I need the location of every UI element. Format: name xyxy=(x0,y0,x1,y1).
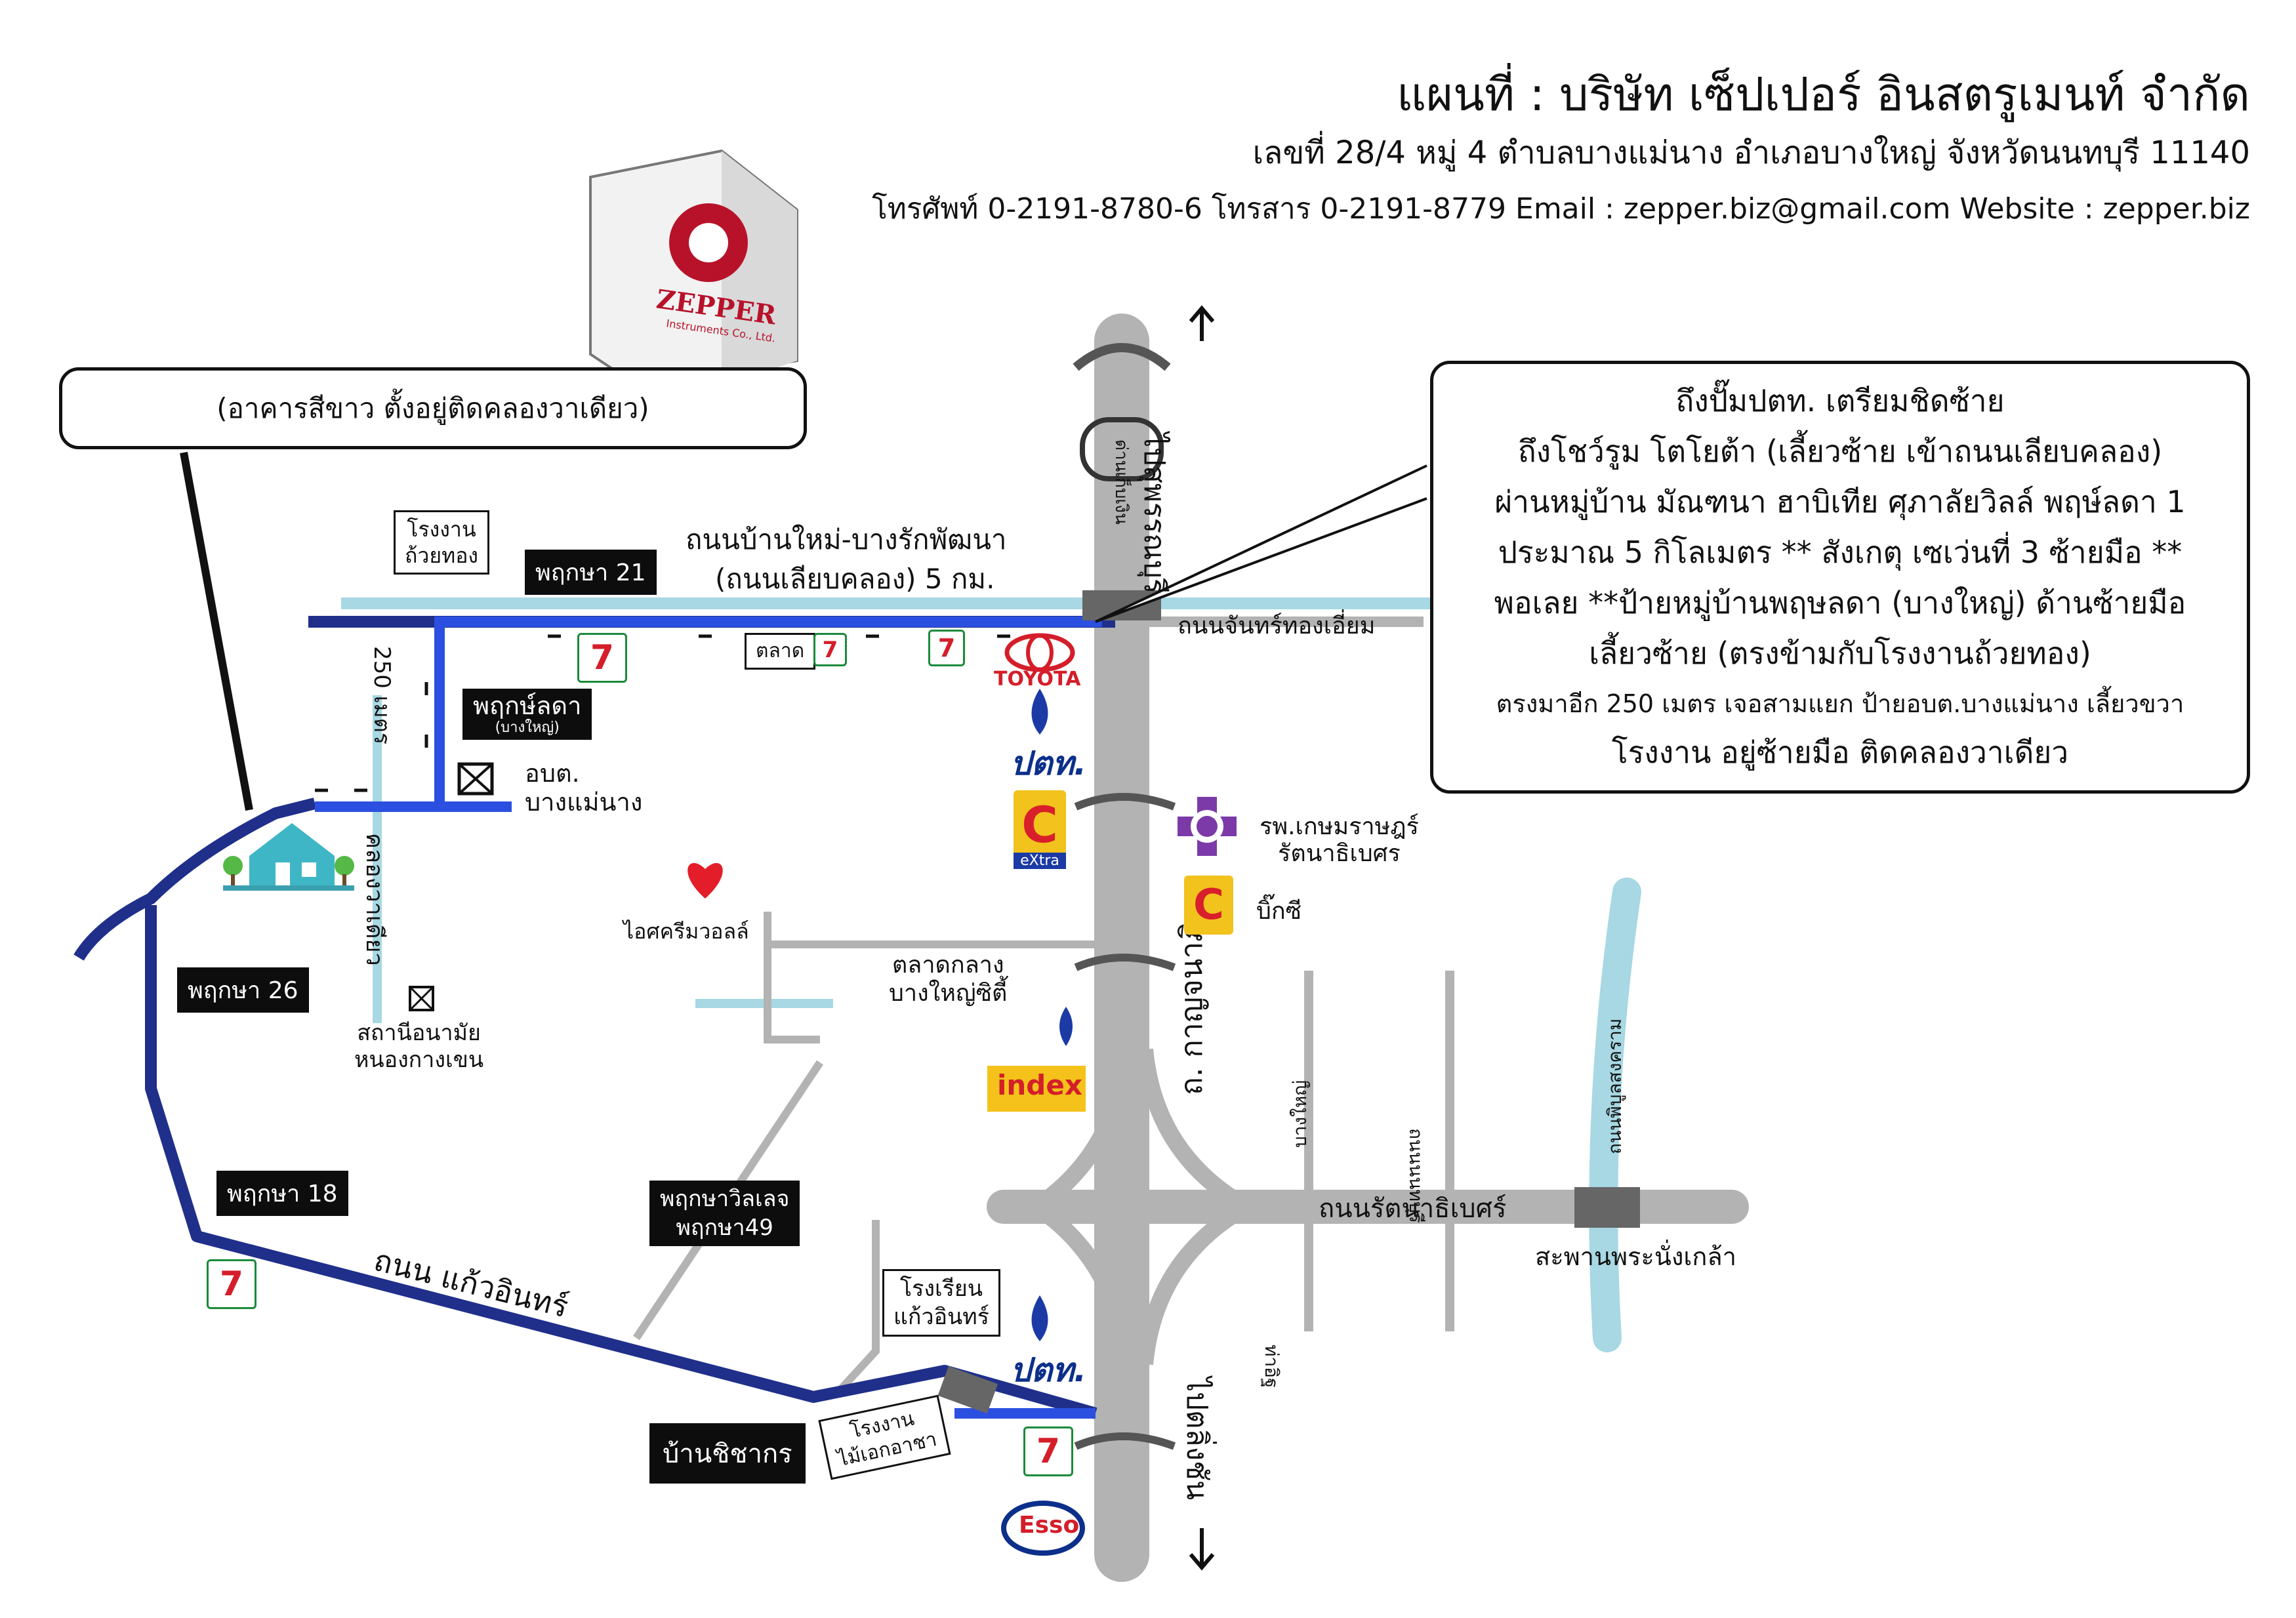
label-hospital: รพ.เกษมราษฎร์ รัตนาธิเบศร xyxy=(1260,813,1419,868)
seven-eleven-icon-2: 7 xyxy=(813,633,847,666)
bridge-south xyxy=(1074,1432,1176,1450)
seven-eleven-icon-1: 7 xyxy=(577,633,627,683)
index-logo-box xyxy=(987,1066,1086,1112)
page-title: แผนที่ : บริษัท เซ็ปเปอร์ อินสตรูเมนท์ จ… xyxy=(1396,68,2250,121)
icecream-logo xyxy=(687,862,723,899)
label-school: โรงเรียน แก้วอินทร์ xyxy=(882,1269,1000,1337)
label-icecream: ไอศครีมวอลล์ xyxy=(623,919,749,944)
index-logo: index xyxy=(997,1069,1082,1101)
label-nonthaburi: ถนนนนทบุรี xyxy=(1405,1128,1427,1223)
esso-logo: Esso xyxy=(1019,1512,1080,1539)
bigc-logo: C xyxy=(1184,876,1233,935)
building-callout: (อาคารสีขาว ตั้งอยู่ติดคลองวาเดียว) xyxy=(59,367,807,449)
ptt-logo-top: ปตท. xyxy=(1010,744,1087,782)
label-to-north: ไปสุพรรณบุรี xyxy=(1138,433,1171,594)
direction-line-3: ผ่านหมู่บ้าน มัณฑนา ฮาบิเทีย ศุภาลัยวิลล… xyxy=(1494,484,2186,519)
seven-eleven-icon-4: 7 xyxy=(207,1259,256,1309)
health-marker xyxy=(409,986,434,1011)
pruksalada-name: พฤกษ์ลดา xyxy=(473,691,582,720)
direction-line-8: โรงงาน อยู่ซ้ายมือ ติดคลองวาเดียว xyxy=(1611,735,2069,770)
label-meters: 250 เมตร xyxy=(369,646,395,745)
label-obt: อบต. บางแม่นาง xyxy=(525,759,643,817)
toll-arch xyxy=(1080,417,1164,481)
kaew-road xyxy=(73,798,1097,1419)
pointer-directions xyxy=(1095,464,1427,623)
ptt-flame-bottom xyxy=(1031,1295,1048,1341)
label-chichakorn: บ้านชิชากร xyxy=(649,1423,806,1484)
direction-line-1: ถึงปั๊มปตท. เตรียมชิดซ้าย xyxy=(1675,383,2005,418)
toyota-emblem xyxy=(1004,633,1075,672)
label-pruksalada: พฤกษ์ลดา (บางใหญ่) xyxy=(462,689,592,740)
toyota-text: TOYOTA xyxy=(994,668,1081,691)
page-contact: โทรศัพท์ 0-2191-8780-6 โทรสาร 0-2191-877… xyxy=(872,192,2250,226)
interchange-left2 xyxy=(1031,1200,1137,1365)
label-pruksa18: พฤกษา 18 xyxy=(216,1171,348,1216)
direction-line-5: พอเลย **ป้ายหมู่บ้านพฤษลดา (บางใหญ่) ด้า… xyxy=(1494,585,2186,620)
direction-line-6: เลี้ยวซ้าย (ตรงข้ามกับโรงงานถ้วยทอง) xyxy=(1589,636,2091,671)
ptt-logo-bottom: ปตท. xyxy=(1010,1351,1087,1389)
seven-eleven-icon-3: 7 xyxy=(928,630,965,666)
page-address: เลขที่ 28/4 หมู่ 4 ตำบลบางแม่นาง อำเภอบา… xyxy=(1252,134,2250,171)
bridge-market xyxy=(1074,954,1176,971)
bridge-top xyxy=(1073,343,1171,371)
label-factory-cup: โรงงาน ถ้วยทอง xyxy=(394,510,490,575)
label-pruksa26: พฤกษา 26 xyxy=(177,967,309,1013)
label-village: พฤกษาวิลเลจ พฤกษา49 xyxy=(649,1181,800,1247)
label-to-south: ไปตลิ่งชัน xyxy=(1180,1377,1214,1501)
arrow-south xyxy=(1189,1528,1215,1571)
direction-line-2: ถึงโชว์รูม โตโยต้า (เลี้ยวซ้าย เข้าถนนเล… xyxy=(1517,434,2163,469)
label-road-rattana: ถนนรัตนาธิเบศร์ xyxy=(1319,1194,1507,1224)
label-road-top-sub: (ถนนเลียบคลอง) 5 กม. xyxy=(715,563,995,595)
label-central-market: ตลาดกลาง บางใหญ่ซิตี้ xyxy=(889,952,1008,1007)
direction-line-7: ตรงมาอีก 250 เมตร เจอสามแยก ป้ายอบต.บางแ… xyxy=(1496,689,2184,718)
seven-eleven-icon-5: 7 xyxy=(1023,1426,1073,1476)
label-pruksa21: พฤกษา 21 xyxy=(525,550,657,595)
interchange-right xyxy=(1136,1048,1251,1215)
label-tha-it: ท่าอิฐ xyxy=(1261,1345,1282,1388)
label-market: ตลาด xyxy=(745,633,816,670)
bridge-river xyxy=(1574,1187,1640,1228)
bigc-extra-text: eXtra xyxy=(1014,853,1066,869)
directions-callout: ถึงปั๊มปตท. เตรียมชิดซ้าย ถึงโชว์รูม โตโ… xyxy=(1430,361,2250,794)
office-house xyxy=(223,823,354,891)
label-bridge: สะพานพระนั่งเกล้า xyxy=(1535,1242,1736,1271)
route-blue xyxy=(315,617,1102,812)
label-bigc: บิ๊กซี xyxy=(1256,898,1302,925)
label-pnp: ถนนพิบูลสงคราม xyxy=(1604,1018,1626,1154)
pointer-building xyxy=(180,451,253,811)
bridge-kaew xyxy=(937,1365,998,1414)
dir-arrows xyxy=(315,634,1010,792)
label-toll: ด่านเก็บเงิน xyxy=(1111,439,1131,525)
direction-line-4: ประมาณ 5 กิโลเมตร ** สังเกตุ เซเว่นที่ 3… xyxy=(1498,535,2183,570)
interchange-left xyxy=(1031,1048,1137,1214)
bank-logo xyxy=(1059,1007,1073,1046)
label-bang-yai-v: บางใหญ่ xyxy=(1289,1080,1311,1148)
label-road-top: ถนนบ้านใหม่-บางรักพัฒนา xyxy=(686,523,1007,556)
label-road-right: ถนนจันทร์ทองเอี่ยม xyxy=(1178,613,1376,639)
label-canal: คลองวาเดียว xyxy=(361,833,388,966)
obt-marker xyxy=(457,762,494,796)
canal-crossing xyxy=(1082,590,1161,620)
interchange-right2 xyxy=(1136,1199,1251,1365)
label-health: สถานีอนามัย หนองกางเขน xyxy=(354,1020,484,1073)
bigc-extra-logo: C xyxy=(1014,790,1066,859)
pruksalada-sub: (บางใหญ่) xyxy=(495,719,560,736)
esso-oval xyxy=(1001,1501,1085,1556)
road-icecream-v xyxy=(764,912,820,1043)
road-school xyxy=(836,1220,880,1394)
hospital-icon xyxy=(1178,797,1237,856)
ptt-flame-top xyxy=(1031,689,1048,735)
bridge-bigc xyxy=(1074,793,1176,811)
arrow-north xyxy=(1189,305,1215,341)
river-chao-phraya xyxy=(1589,878,1641,1352)
